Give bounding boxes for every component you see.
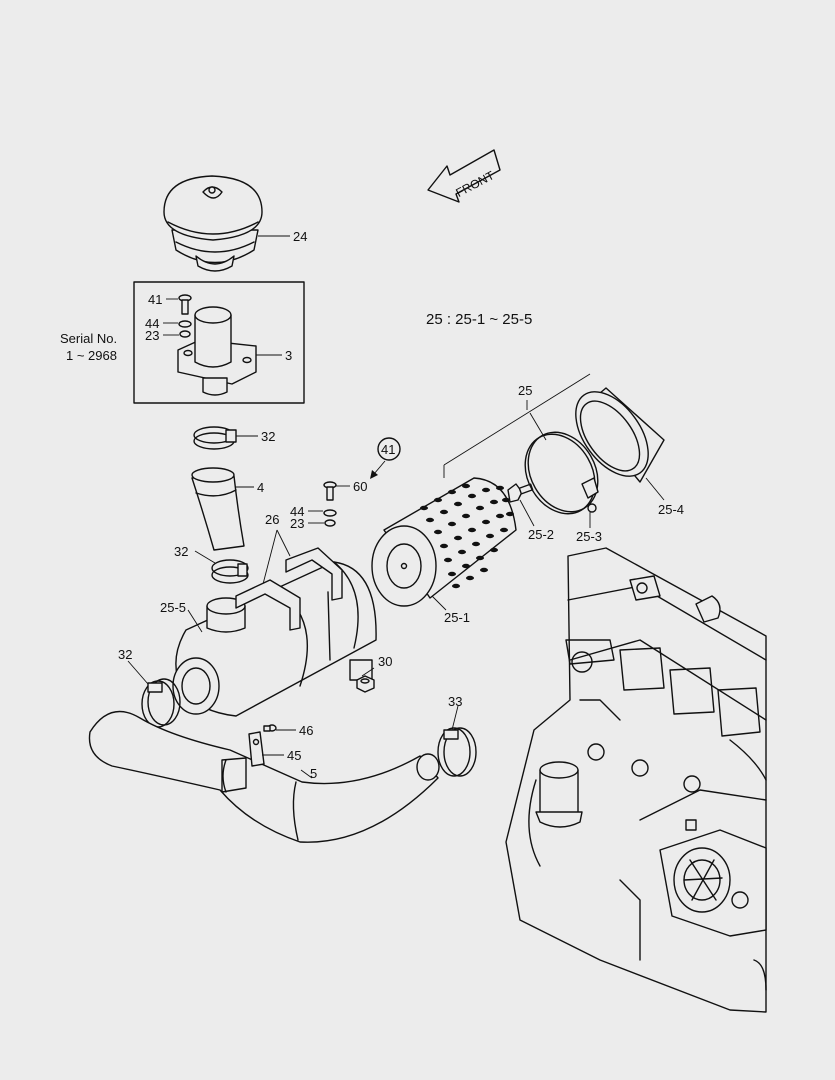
callout-25-2: 25-2: [528, 527, 554, 542]
elbow-hose: [191, 467, 245, 551]
hose-bracket: [248, 731, 265, 767]
serial-note-line1: Serial No.: [60, 331, 117, 346]
callout-32-bottom: 32: [118, 647, 132, 662]
serial-note-line2: 1 ~ 2968: [66, 348, 117, 363]
callout-25-5: 25-5: [160, 600, 186, 615]
front-arrow: FRONT: [427, 149, 501, 203]
hose-clamp-right: [437, 727, 477, 777]
engine-block: [505, 547, 767, 1013]
air-cleaner-housing: [172, 547, 377, 717]
callout-26: 26: [265, 512, 279, 527]
callout-41-circle: 41: [370, 437, 401, 479]
bracket-bolt: [263, 724, 277, 732]
intake-hose: [88, 710, 440, 843]
callout-44-top: 44: [145, 316, 159, 331]
callout-46: 46: [299, 723, 313, 738]
callout-3: 3: [285, 348, 292, 363]
bolt-washer-set-middle: [323, 481, 337, 527]
svg-text:41: 41: [381, 442, 395, 457]
callout-4: 4: [257, 480, 264, 495]
callout-23-middle: 23: [290, 516, 304, 531]
inlet-adapter: [177, 306, 257, 396]
serial-range-box: [133, 281, 305, 404]
callout-32-middle: 32: [174, 544, 188, 559]
callout-44-middle: 44: [290, 504, 304, 519]
band-clamp: [524, 431, 599, 515]
filter-element: [371, 477, 517, 607]
hose-clamp-middle: [211, 559, 249, 584]
wing-bolt: [507, 483, 534, 503]
filter-perforations: [420, 483, 514, 589]
callout-30: 30: [378, 654, 392, 669]
dust-cup: [575, 387, 665, 483]
bolt-washer-set-top: [178, 294, 192, 338]
callout-25-3: 25-3: [576, 529, 602, 544]
nut: [356, 675, 375, 693]
hose-clamp-top: [193, 426, 237, 450]
callout-23-top: 23: [145, 328, 159, 343]
callout-32-top: 32: [261, 429, 275, 444]
callout-60: 60: [353, 479, 367, 494]
callout-45: 45: [287, 748, 301, 763]
callout-41: 41: [148, 292, 162, 307]
callout-5: 5: [310, 766, 317, 781]
callout-25: 25: [518, 383, 532, 398]
pre-cleaner-cap: [163, 175, 263, 272]
callout-25-1: 25-1: [444, 610, 470, 625]
group-note: 25 : 25-1 ~ 25-5: [426, 311, 532, 328]
callout-25-4: 25-4: [658, 502, 684, 517]
callout-24: 24: [293, 229, 307, 244]
callout-33: 33: [448, 694, 462, 709]
